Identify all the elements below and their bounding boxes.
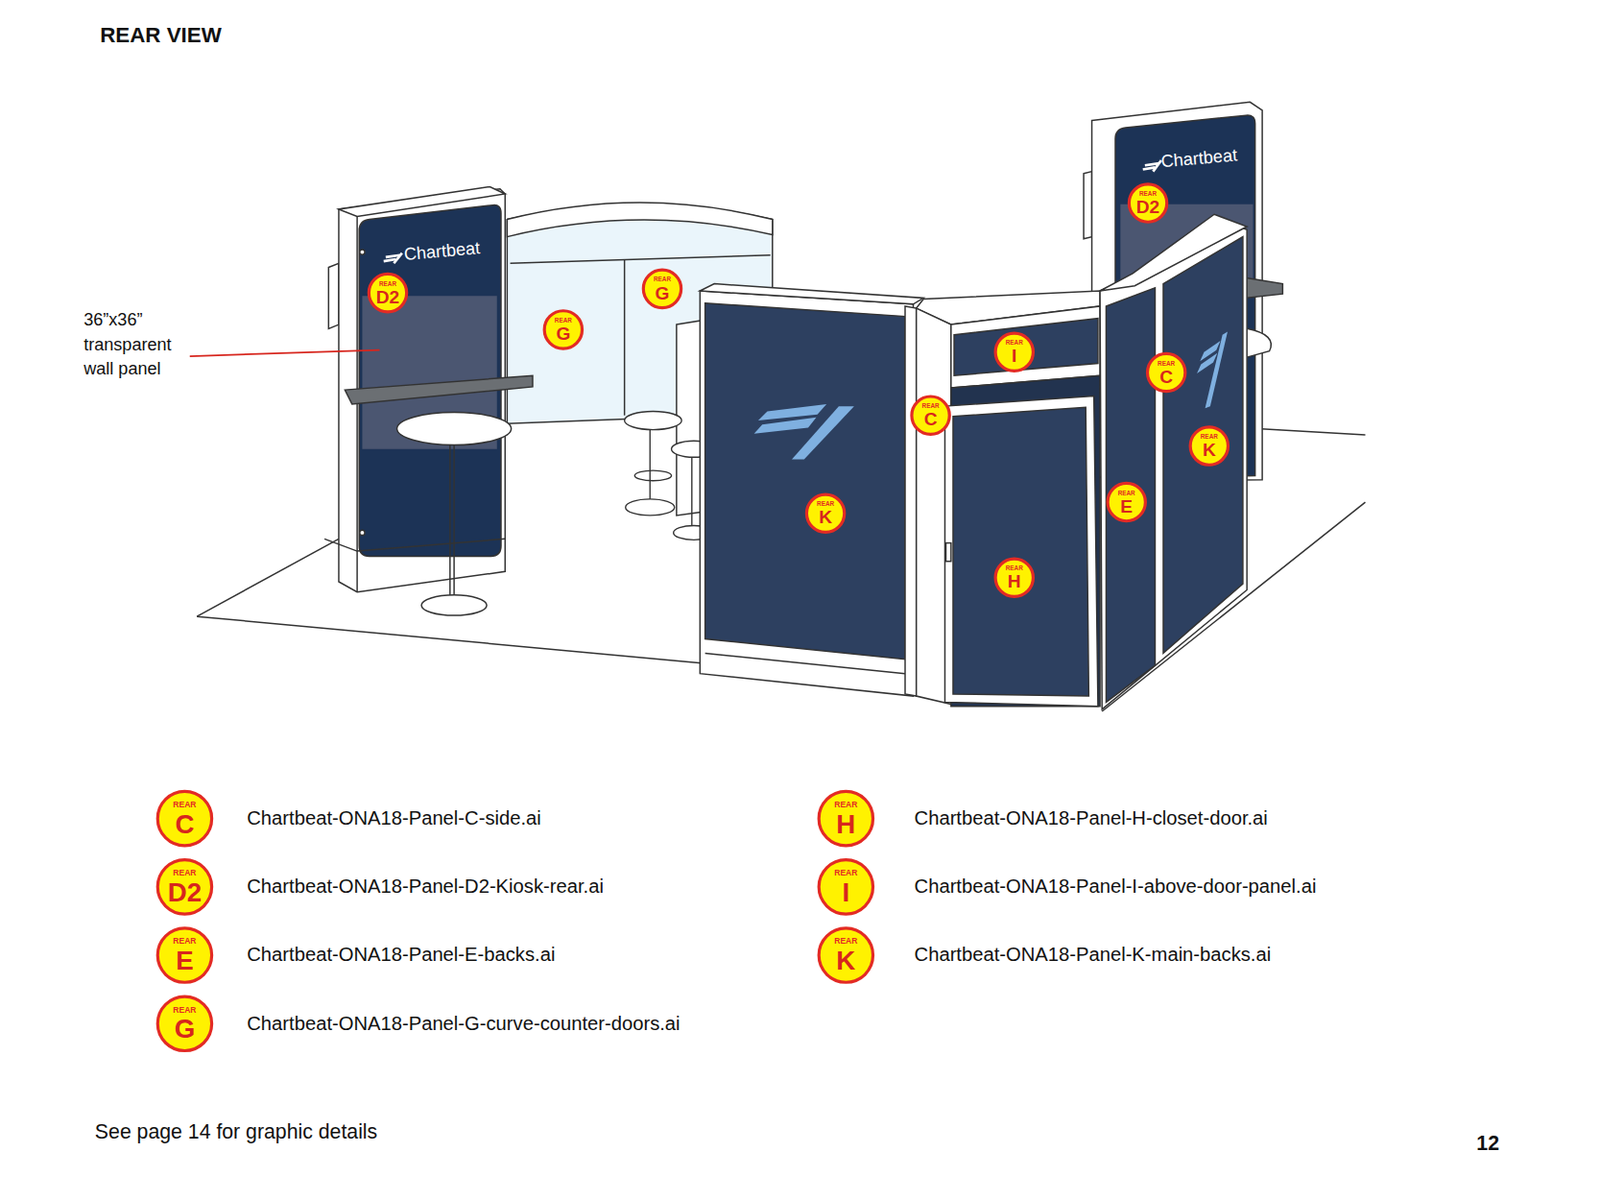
callout-letter: D2: [1136, 197, 1160, 216]
callout-letter: D2: [376, 286, 400, 306]
callout-letter: C: [174, 810, 194, 837]
legend-label: Chartbeat-ONA18-Panel-G-curve-counter-do…: [246, 1012, 680, 1035]
legend-label: Chartbeat-ONA18-Panel-K-main-backs.ai: [914, 943, 1272, 966]
dimension-note: 36”x36” transparent wall panel: [83, 308, 191, 382]
badge-tag: REAR: [1118, 489, 1136, 496]
callout-badge: REARI: [817, 858, 876, 916]
closet-right-wall: [1099, 214, 1247, 710]
badge-tag: REAR: [834, 868, 858, 878]
logo-mark: [1196, 332, 1228, 409]
legend-label: Chartbeat-ONA18-Panel-H-closet-door.ai: [914, 807, 1268, 830]
callout-letter: E: [175, 946, 193, 974]
badge-tag: REAR: [1157, 359, 1175, 366]
logo-mark: [754, 404, 855, 459]
badge-tag: REAR: [172, 1005, 196, 1015]
callout-letter: G: [555, 324, 571, 343]
callout-badge: REARG: [642, 268, 684, 311]
page-number: 12: [1476, 1128, 1500, 1158]
badge-tag: REAR: [922, 402, 940, 408]
leader-line: [190, 350, 381, 357]
legend-label: Chartbeat-ONA18-Panel-C-side.ai: [246, 807, 541, 830]
badge-tag: REAR: [1005, 338, 1024, 345]
callout-letter: H: [835, 810, 856, 837]
callout-badge: REARH: [993, 556, 1035, 598]
badge-tag: REAR: [554, 316, 573, 323]
badge-tag: REAR: [1005, 564, 1024, 571]
callout-letter: H: [1007, 572, 1022, 591]
left-kiosk: [324, 187, 533, 593]
callout-letter: C: [924, 409, 938, 429]
callout-badge: REARE: [1105, 481, 1147, 524]
legend-label: Chartbeat-ONA18-Panel-E-backs.ai: [246, 943, 555, 966]
callout-badge: REARE: [156, 926, 215, 984]
kiosk-logo-mark: [383, 253, 403, 264]
callout-letter: G: [655, 283, 670, 302]
footnote: See page 14 for graphic details: [95, 1117, 378, 1147]
legend-label: Chartbeat-ONA18-Panel-I-above-door-panel…: [914, 875, 1317, 898]
callout-badge: REARK: [805, 492, 847, 534]
callout-badge: REARD2: [1127, 182, 1170, 224]
callout-badge: REARK: [1189, 425, 1231, 467]
badge-tag: REAR: [172, 800, 196, 810]
badge-tag: REAR: [1139, 190, 1157, 196]
badge-tag: REAR: [816, 500, 835, 506]
badge-tag: REAR: [172, 936, 196, 946]
callout-letter: I: [841, 878, 850, 906]
kiosk-logo-mark: [1143, 160, 1162, 172]
badge-tag: REAR: [653, 276, 671, 283]
badge-tag: REAR: [172, 868, 196, 878]
callout-badge: REARI: [993, 332, 1035, 374]
callout-letter: K: [835, 946, 856, 974]
badge-tag: REAR: [834, 800, 858, 810]
closet-middle: [916, 290, 1100, 707]
badge-tag: REAR: [834, 936, 858, 946]
callout-badge: REARH: [817, 789, 876, 848]
callout-badge: REARD2: [156, 858, 215, 916]
closet-left-wall: [699, 284, 924, 697]
callout-letter: C: [1159, 366, 1173, 385]
callout-letter: D2: [167, 878, 202, 906]
callout-badge: REARC: [156, 789, 215, 848]
callout-letter: K: [818, 507, 833, 526]
page-title: REAR VIEW: [99, 22, 222, 48]
callout-letter: G: [174, 1014, 196, 1042]
callout-letter: K: [1202, 440, 1217, 459]
bar-table: [397, 412, 512, 617]
badge-tag: REAR: [379, 280, 397, 287]
callout-badge: REARD2: [367, 272, 409, 314]
callout-badge: REARG: [543, 309, 585, 351]
callout-letter: E: [1120, 496, 1133, 515]
legend-label: Chartbeat-ONA18-Panel-D2-Kiosk-rear.ai: [246, 875, 604, 898]
badge-tag: REAR: [1200, 432, 1218, 439]
callout-badge: REARG: [156, 995, 215, 1053]
callout-badge: REARC: [1146, 352, 1188, 394]
callout-badge: REARK: [817, 926, 876, 984]
callout-badge: REARC: [909, 394, 952, 436]
callout-letter: I: [1011, 346, 1017, 365]
